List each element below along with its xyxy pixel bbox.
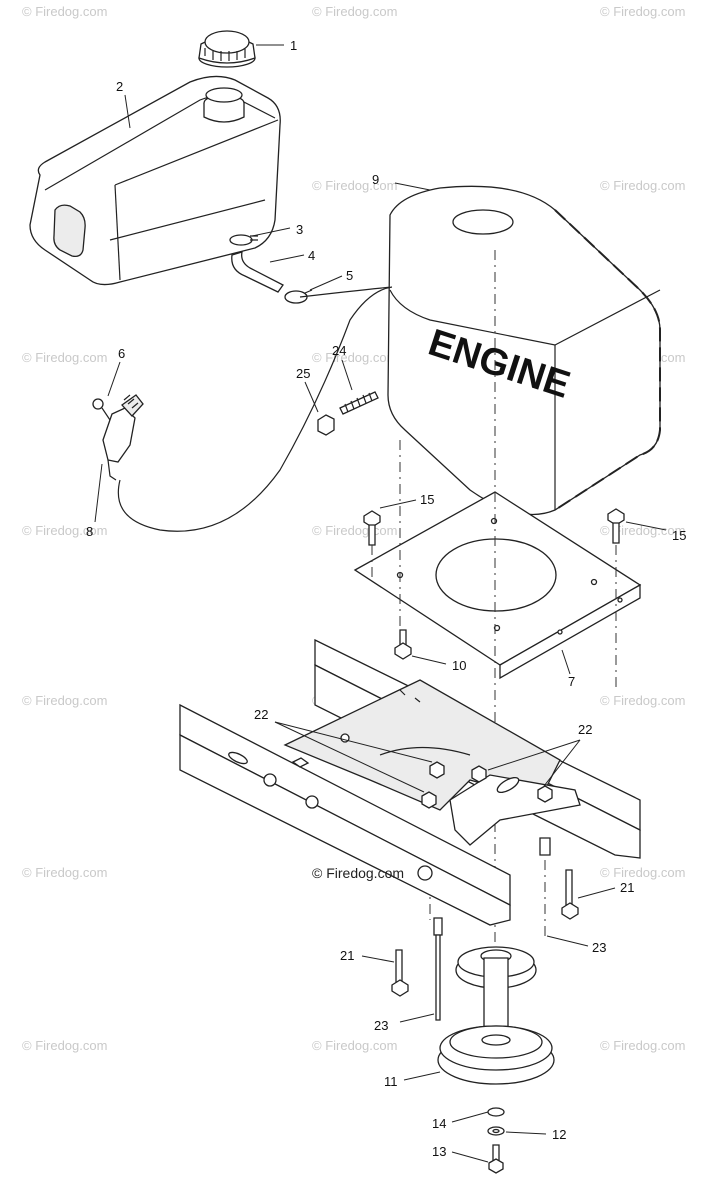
engine-pulley [437, 946, 555, 1085]
watermark: © Firedog.com [22, 523, 107, 538]
watermark: © Firedog.com [600, 693, 685, 708]
pulley-hardware [487, 1107, 505, 1174]
callout-12: 12 [552, 1127, 566, 1142]
bolt-15-right [607, 508, 625, 544]
callout-15-right: 15 [672, 528, 686, 543]
callout-24: 24 [332, 343, 346, 358]
leader-lines [94, 44, 667, 1163]
bolt-21-right [561, 869, 579, 920]
watermark: © Firedog.com [22, 1038, 107, 1053]
engine: ENGINE [387, 185, 661, 516]
callout-21-left: 21 [340, 948, 354, 963]
callout-22-right: 22 [578, 722, 592, 737]
frame-nuts [421, 761, 553, 809]
center-watermark: © Firedog.com [312, 865, 404, 881]
stud-and-nut [317, 391, 379, 436]
callout-14: 14 [432, 1116, 446, 1131]
callout-22-left: 22 [254, 707, 268, 722]
bolt-23-right [539, 837, 551, 940]
watermark: © Firedog.com [600, 178, 685, 193]
callout-3: 3 [296, 222, 303, 237]
watermark: © Firedog.com [22, 350, 107, 365]
callout-21-right: 21 [620, 880, 634, 895]
chassis-frame [179, 638, 641, 926]
callout-15-left: 15 [420, 492, 434, 507]
watermark: © Firedog.com [312, 4, 397, 19]
callout-10: 10 [452, 658, 466, 673]
callout-9: 9 [372, 172, 379, 187]
bolt-21-left [391, 949, 409, 997]
watermark: © Firedog.com [312, 350, 397, 365]
callout-1: 1 [290, 38, 297, 53]
engine-mount-plate [353, 491, 642, 680]
throttle-control [92, 286, 393, 532]
callout-4: 4 [308, 248, 315, 263]
watermark: © Firedog.com [312, 523, 397, 538]
callout-11: 11 [384, 1074, 398, 1089]
watermark: © Firedog.com [600, 865, 685, 880]
watermark: © Firedog.com [312, 1038, 397, 1053]
watermark: © Firedog.com [600, 1038, 685, 1053]
fuel-hose-assembly [229, 234, 313, 304]
fuel-line [299, 286, 393, 298]
callout-2: 2 [116, 79, 123, 94]
callouts: 1 2 3 4 5 6 8 9 24 25 15 15 10 7 22 22 2… [86, 38, 686, 1159]
callout-5: 5 [346, 268, 353, 283]
fuel-cap [198, 30, 256, 68]
callout-23-right: 23 [592, 940, 606, 955]
callout-6: 6 [118, 346, 125, 361]
bolt-23-left [433, 917, 443, 1021]
fuel-tank [29, 75, 281, 286]
callout-13: 13 [432, 1144, 446, 1159]
callout-8: 8 [86, 524, 93, 539]
watermark: © Firedog.com [600, 4, 685, 19]
watermark: © Firedog.com [312, 178, 397, 193]
bolt-15-left [363, 510, 381, 546]
watermark: © Firedog.com [600, 523, 685, 538]
watermark: © Firedog.com [22, 865, 107, 880]
bolt-10 [394, 629, 412, 660]
callout-25: 25 [296, 366, 310, 381]
callout-23-left: 23 [374, 1018, 388, 1033]
watermark: © Firedog.com [22, 693, 107, 708]
callout-7: 7 [568, 674, 575, 689]
watermark: © Firedog.com [22, 4, 107, 19]
